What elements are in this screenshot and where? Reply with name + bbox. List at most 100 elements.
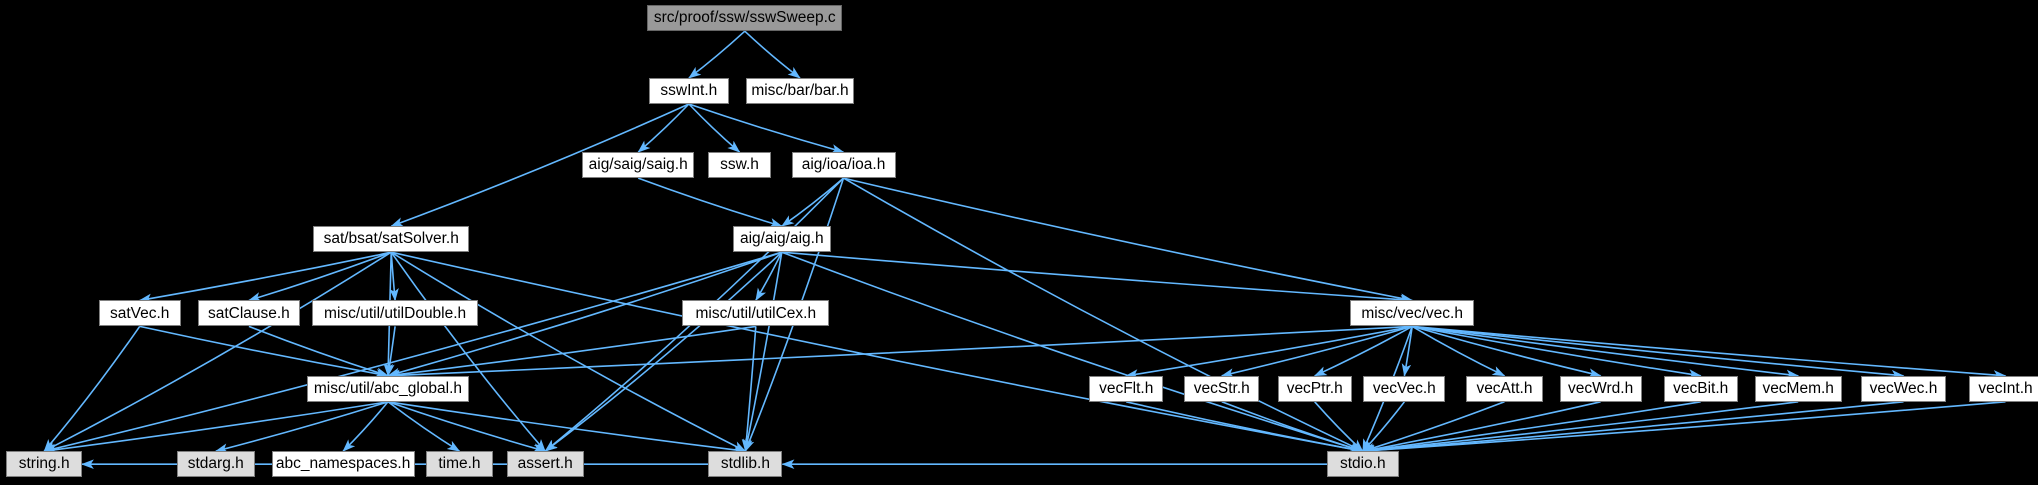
graph-edge [248,251,392,302]
graph-node-stdlib_h[interactable]: stdlib.h [708,451,783,478]
graph-edge [688,30,746,79]
graph-edge [43,325,141,452]
graph-node-utilDouble[interactable]: misc/util/utilDouble.h [311,300,479,327]
graph-edge [1362,401,1406,452]
graph-node-label: misc/vec/vec.h [1361,304,1463,322]
graph-node-satClause[interactable]: satClause.h [197,300,301,327]
graph-edge [1362,401,2006,456]
graph-node-time_h[interactable]: time.h [426,451,493,478]
graph-node-label: time.h [438,455,481,473]
graph-edge [43,401,389,455]
graph-edge [391,251,1364,454]
graph-edge [1412,325,1799,380]
graph-edge [139,325,389,379]
graph-node-label: vecAtt.h [1476,380,1533,398]
graph-node-satSolver[interactable]: sat/bsat/satSolver.h [313,226,470,253]
graph-edge [637,177,783,228]
graph-node-abcGlobal[interactable]: misc/util/abc_global.h [306,375,470,402]
graph-edge [1362,401,1904,456]
graph-edge [43,251,783,454]
graph-edge [1362,401,1799,455]
graph-node-label: vecStr.h [1193,380,1250,398]
graph-edge [1125,325,1413,379]
graph-node-label: misc/util/utilDouble.h [324,304,467,322]
graph-node-label: vecFlt.h [1099,380,1154,398]
graph-node-vecWrd[interactable]: vecWrd.h [1559,375,1642,402]
graph-node-label: misc/bar/bar.h [751,82,849,100]
graph-edge [215,401,389,453]
graph-node-utilCex[interactable]: misc/util/utilCex.h [682,300,830,327]
graph-edge [342,401,389,452]
graph-node-label: vecMem.h [1762,380,1834,398]
graph-node-barbar[interactable]: misc/bar/bar.h [746,78,854,105]
graph-edge [387,401,461,452]
graph-node-label: sswInt.h [660,82,718,100]
graph-node-label: string.h [18,455,70,473]
graph-node-label: misc/util/utilCex.h [695,304,817,322]
graph-edge [385,326,396,377]
graph-edge [248,325,389,377]
graph-edge [1412,325,1702,379]
graph-node-ssw[interactable]: ssw.h [708,152,771,179]
graph-node-vecBit[interactable]: vecBit.h [1663,375,1738,402]
graph-edge [544,251,783,452]
graph-edge [390,251,546,452]
graph-node-label: src/proof/ssw/sswSweep.c [653,9,836,27]
graph-edge [1362,401,1601,454]
graph-edge [387,325,756,380]
graph-edge [843,177,1364,452]
graph-edge [1126,401,1364,454]
graph-edge [1221,401,1364,453]
graph-edge [1411,325,1506,377]
graph-node-vecAtt[interactable]: vecAtt.h [1466,375,1543,402]
graph-edge [688,103,845,154]
graph-edge [744,30,801,79]
graph-node-label: sat/bsat/satSolver.h [323,230,459,248]
graph-edge [390,251,747,452]
graph-node-label: abc_namespaces.h [275,455,411,473]
graph-edge [755,251,783,302]
graph-edge [43,251,392,452]
graph-node-vecWec[interactable]: vecWec.h [1861,375,1946,402]
graph-node-sswInt[interactable]: sswInt.h [648,78,730,105]
graph-node-label: vecWrd.h [1568,380,1634,398]
graph-edge [781,177,845,227]
graph-node-label: misc/util/abc_global.h [313,380,463,398]
graph-edge [1411,325,1602,378]
graph-node-label: satVec.h [109,304,170,322]
graph-edge [387,401,546,453]
graph-node-label: vecWec.h [1869,380,1938,398]
graph-node-aigaig[interactable]: aig/aig/aig.h [733,226,831,253]
graph-node-label: vecInt.h [1978,380,2033,398]
graph-node-sswSweep[interactable]: src/proof/ssw/sswSweep.c [647,5,843,32]
graph-node-vec[interactable]: misc/vec/vec.h [1350,300,1474,327]
graph-node-abc_ns[interactable]: abc_namespaces.h [271,451,415,478]
graph-node-stdarg_h[interactable]: stdarg.h [176,451,255,478]
graph-node-saig[interactable]: aig/saig/saig.h [582,152,695,179]
graph-node-label: vecVec.h [1372,380,1436,398]
graph-node-assert_h[interactable]: assert.h [506,451,584,478]
graph-node-ioa[interactable]: aig/ioa/ioa.h [791,152,896,179]
graph-node-vecFlt[interactable]: vecFlt.h [1089,375,1164,402]
graph-node-satVec[interactable]: satVec.h [98,300,181,327]
graph-edge [741,326,757,452]
graph-node-string_h[interactable]: string.h [6,451,82,478]
graph-node-label: assert.h [517,455,573,473]
graph-node-vecInt[interactable]: vecInt.h [1969,375,2038,402]
graph-node-label: vecPtr.h [1286,380,1343,398]
graph-node-vecStr[interactable]: vecStr.h [1184,375,1260,402]
graph-node-stdio_h[interactable]: stdio.h [1327,451,1399,478]
graph-edge [1362,401,1701,455]
graph-node-label: vecBit.h [1673,380,1729,398]
graph-edge [781,251,1413,305]
graph-node-vecPtr[interactable]: vecPtr.h [1277,375,1352,402]
graph-node-label: stdlib.h [720,455,770,473]
graph-node-label: stdio.h [1339,455,1386,473]
graph-edge [1412,325,2007,380]
graph-node-vecVec[interactable]: vecVec.h [1363,375,1446,402]
graph-edge [781,251,1364,453]
graph-edge [1314,401,1364,452]
graph-node-vecMem[interactable]: vecMem.h [1754,375,1842,402]
